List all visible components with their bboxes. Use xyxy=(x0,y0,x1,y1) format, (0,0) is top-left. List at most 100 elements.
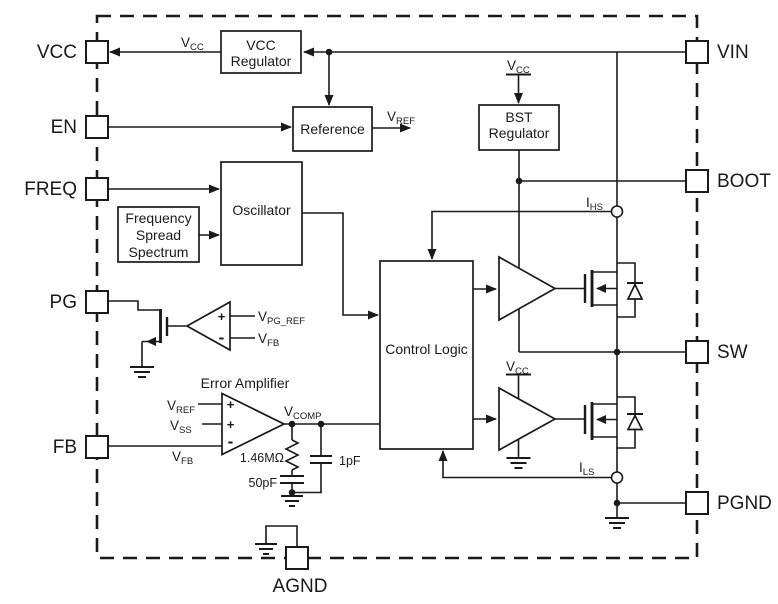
compensation-network xyxy=(280,424,332,496)
oscillator-label: Oscillator xyxy=(232,202,291,218)
pin-label-sw: SW xyxy=(717,342,748,363)
pin-vcc xyxy=(85,40,109,64)
ls-gate-driver xyxy=(498,386,557,452)
mosfet-body-arrow xyxy=(596,284,606,293)
pin-label-pg: PG xyxy=(50,292,77,313)
bst-regulator-label-2: Regulator xyxy=(489,125,550,141)
error-amp-plus-2: + xyxy=(227,417,235,432)
pin-agnd xyxy=(285,546,309,570)
wire-oscillator-to-control-logic xyxy=(302,212,379,320)
pg-comparator-triangle xyxy=(185,300,231,352)
pin-label-agnd: AGND xyxy=(273,576,328,597)
error-amplifier: + + - xyxy=(221,392,286,456)
vcc-regulator-box xyxy=(220,30,302,74)
ground-pgnd xyxy=(605,517,629,529)
pins xyxy=(85,40,709,570)
wire-pg-to-fet xyxy=(108,300,160,311)
error-amp-minus: - xyxy=(228,432,234,451)
vcc-regulator-label-1: VCC xyxy=(246,37,276,53)
wire-hf-cap-bottom xyxy=(292,463,322,494)
hs-body-diode xyxy=(626,282,644,300)
pin-vin xyxy=(685,40,709,64)
reference-block: Reference xyxy=(292,106,373,152)
label-ils: ILS xyxy=(579,460,594,478)
hs-driver-triangle xyxy=(498,255,557,322)
pin-pgnd xyxy=(685,491,709,515)
pin-fb xyxy=(85,435,109,459)
label-ihs: IHS xyxy=(586,195,603,213)
label-vcomp: VCOMP xyxy=(284,404,322,422)
label-vcc-bst: VCC xyxy=(507,58,530,76)
wires xyxy=(108,47,686,547)
junction-dot xyxy=(288,420,296,428)
label-comp-cap: 50pF xyxy=(249,476,278,490)
error-amp-plus-1: + xyxy=(227,397,235,412)
mosfet-body-arrow xyxy=(146,337,156,346)
wire-ihs-sense xyxy=(427,210,611,260)
label-hf-cap: 1pF xyxy=(339,454,361,468)
ls-body-diode xyxy=(626,413,644,431)
reference-box xyxy=(292,106,373,152)
pg-mosfet xyxy=(141,309,187,366)
label-error-amplifier: Error Amplifier xyxy=(201,375,290,391)
wire-ils-sense xyxy=(438,450,611,479)
oscillator-box xyxy=(220,161,303,266)
fss-box xyxy=(117,206,200,263)
pin-label-vcc: VCC xyxy=(37,42,77,63)
ls-mosfet xyxy=(555,396,644,449)
label-vref-output: VREF xyxy=(387,109,415,127)
pin-en xyxy=(85,115,109,139)
ils-current-sensor xyxy=(610,471,624,484)
frequency-spread-spectrum-block: Frequency Spread Spectrum xyxy=(117,206,200,263)
pin-label-vin: VIN xyxy=(717,42,749,63)
label-vcc-wire: VCC xyxy=(181,35,204,53)
control-logic-label: Control Logic xyxy=(385,341,468,357)
junction-dot xyxy=(288,489,296,496)
pin-label-boot: BOOT xyxy=(717,171,771,192)
comp-resistor-symbol xyxy=(284,439,300,471)
pin-label-fb: FB xyxy=(53,437,77,458)
mosfet-body-arrow xyxy=(596,415,606,424)
junction-dot xyxy=(613,499,621,507)
label-ea-vfb: VFB xyxy=(172,449,193,467)
ground-ls-driver xyxy=(506,457,531,469)
fss-label-1: Frequency xyxy=(125,210,191,226)
pin-sw xyxy=(685,340,709,364)
pin-freq xyxy=(85,177,109,201)
control-logic-box xyxy=(379,260,474,450)
control-logic-block: Control Logic xyxy=(379,260,474,450)
wire-agnd-stub xyxy=(265,525,298,547)
pin-pg xyxy=(85,290,109,314)
hs-gate-driver xyxy=(498,255,557,322)
bst-regulator-block: BST Regulator xyxy=(478,104,560,151)
reference-label: Reference xyxy=(300,121,365,137)
pin-label-en: EN xyxy=(51,117,77,138)
fss-label-3: Spectrum xyxy=(129,244,189,260)
error-amplifier-triangle xyxy=(221,392,286,456)
label-ea-vref: VREF xyxy=(167,398,195,416)
junction-dot xyxy=(325,48,333,56)
label-vpgref: VPG_REF xyxy=(258,309,305,327)
bst-regulator-label-1: BST xyxy=(505,109,533,125)
junction-dot xyxy=(317,420,325,428)
pg-comparator-plus: + xyxy=(218,309,226,324)
ihs-current-sensor xyxy=(610,205,624,218)
pg-comparator-minus: - xyxy=(219,328,225,347)
label-comp-resistor: 1.46MΩ xyxy=(240,451,284,465)
hs-mosfet xyxy=(555,262,644,318)
vcc-regulator-block: VCC Regulator xyxy=(220,30,302,74)
label-vcc-ls-driver: VCC xyxy=(506,359,529,377)
pin-label-freq: FREQ xyxy=(24,179,77,200)
oscillator-block: Oscillator xyxy=(220,161,303,266)
ls-driver-triangle xyxy=(498,386,557,452)
pin-label-pgnd: PGND xyxy=(717,493,772,514)
ground-compensation xyxy=(281,495,303,507)
junction-dot xyxy=(613,348,621,356)
bst-regulator-box xyxy=(478,104,560,151)
ic-boundary xyxy=(95,14,699,560)
junction-dot xyxy=(515,177,523,185)
pin-boot xyxy=(685,169,709,193)
fss-label-2: Spread xyxy=(136,227,181,243)
